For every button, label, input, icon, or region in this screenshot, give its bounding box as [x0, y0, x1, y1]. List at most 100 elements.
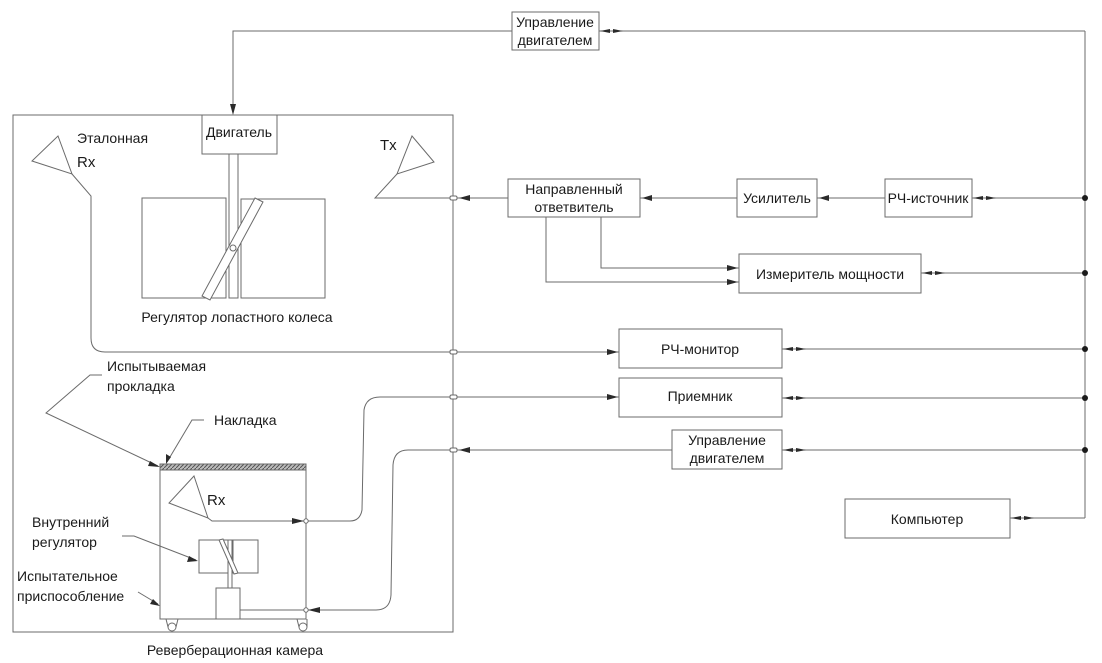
coupler-forward-arrow-icon: [727, 265, 738, 271]
motor-control-bottom-label-line2: двигателем: [690, 450, 765, 466]
bidir-arrow-right-icon: [1024, 516, 1034, 520]
fixture-label-line2: приспособление: [17, 588, 124, 604]
rf-source-box: [884, 178, 973, 218]
internal-stirrer-plate-right: [232, 539, 259, 574]
fixture-wheel-left-icon: [167, 622, 177, 632]
motor-box: [201, 114, 278, 155]
source-to-amplifier-arrow-icon: [819, 195, 829, 201]
chamber-outline: [12, 114, 454, 633]
coupler-forward-to-meter-line: [600, 217, 739, 269]
internal-stirrer-leader-line: [122, 535, 197, 561]
wall-port-fixture-motor: [449, 447, 458, 453]
gasket-leader-line: [45, 374, 159, 467]
motor-control-bottom-box: [671, 429, 783, 470]
motor-control-to-fixture-arrow-icon: [459, 447, 470, 453]
bidir-arrow-right-icon: [796, 396, 806, 400]
tx-label: Tx: [380, 137, 397, 154]
fixture-motor-cable: [306, 449, 453, 611]
rf-monitor-box: [618, 328, 783, 369]
bidir-arrow-left-icon: [973, 196, 983, 200]
bidir-arrow-right-icon: [796, 448, 806, 452]
directional-coupler-label-line1: Направленный: [525, 181, 622, 197]
bidir-arrow-left-icon: [783, 347, 793, 351]
fixture-rx-label: Rx: [207, 492, 226, 509]
fixture-rx-to-receiver-arrow-icon: [607, 394, 618, 400]
bus-junction-dot: [1082, 195, 1088, 201]
bidir-arrow-right-icon: [935, 271, 945, 275]
stirrer-shaft: [228, 153, 239, 299]
fixture-rx-cable-arrow-icon: [292, 518, 304, 524]
bidir-arrow-left-icon: [600, 29, 610, 33]
power-meter-box: [738, 253, 922, 294]
bidir-arrow-right-icon: [796, 347, 806, 351]
reference-rx-label-line2: Rx: [77, 154, 96, 171]
internal-stirrer-label-line2: регулятор: [32, 534, 97, 550]
fixture-rx-port: [303, 518, 309, 524]
motor-control-bottom-label-line1: Управление: [688, 432, 766, 448]
receiver-label: Приемник: [668, 388, 734, 404]
fixture-rx-antenna-icon: [168, 475, 209, 519]
fixture-motor-port: [303, 607, 309, 613]
fixture-leader-arrow-icon: [150, 599, 160, 606]
internal-stirrer-blade: [218, 538, 239, 575]
directional-coupler-box: [507, 178, 641, 218]
fixture-rx-cable-inner: [207, 517, 306, 522]
tx-cable: [373, 173, 453, 199]
bidir-arrow-right-icon: [613, 29, 623, 33]
bus-junction-dot: [1082, 270, 1088, 276]
wall-port-tx: [449, 195, 458, 201]
directional-coupler-label-line2: ответвитель: [534, 199, 613, 215]
bidir-arrow-left-icon: [783, 448, 793, 452]
amplifier-label: Усилитель: [743, 190, 811, 206]
tx-antenna-icon: [396, 135, 435, 175]
overlay-leader-line: [166, 419, 204, 463]
reference-rx-cable: [71, 173, 453, 353]
amplifier-box: [736, 178, 818, 218]
motor-control-top-box: [511, 11, 600, 51]
rf-monitor-label: РЧ-монитор: [661, 341, 739, 357]
internal-motor-box: [215, 587, 241, 620]
fixture-wheel-right-mount: [296, 618, 308, 628]
chamber-title: Реверберационная камера: [147, 642, 323, 658]
coupler-to-tx-arrow-icon: [459, 195, 470, 201]
computer-label: Компьютер: [891, 511, 964, 527]
fixture-rx-cable: [306, 396, 453, 522]
motor-control-top-label-line1: Управление: [516, 14, 594, 30]
amplifier-to-coupler-arrow-icon: [642, 195, 652, 201]
bus-junction-dot: [1082, 447, 1088, 453]
reference-rx-antenna-icon: [31, 135, 73, 175]
motor-control-to-motor-arrow-icon: [230, 104, 236, 115]
paddle-hub: [229, 244, 237, 252]
coupler-reflected-arrow-icon: [727, 279, 738, 285]
paddle-stirrer-label: Регулятор лопастного колеса: [141, 309, 332, 325]
coupler-reflected-to-meter-line: [545, 217, 739, 283]
bidir-arrow-right-icon: [986, 196, 996, 200]
receiver-box: [618, 377, 783, 418]
fixture-wheel-left-mount: [165, 618, 179, 628]
internal-stirrer-label-line1: Внутренний: [32, 514, 109, 530]
wall-port-reference-rx: [449, 349, 458, 355]
gasket-label-line1: Испытываемая: [107, 358, 206, 374]
overlay-label: Накладка: [214, 412, 277, 428]
bidir-arrow-left-icon: [922, 271, 932, 275]
overlay-leader-arrow-icon: [166, 454, 171, 464]
internal-stirrer-leader-arrow-icon: [187, 556, 198, 562]
power-meter-label: Измеритель мощности: [756, 266, 904, 282]
wall-port-fixture-rx: [449, 394, 458, 400]
fixture-label-line1: Испытательное: [17, 568, 118, 584]
fixture-motor-cable-arrow-icon: [308, 607, 320, 613]
bus-junction-dot: [1082, 346, 1088, 352]
computer-box: [844, 498, 1011, 539]
bus-junction-dot: [1082, 395, 1088, 401]
motor-control-top-label-line2: двигателем: [518, 32, 593, 48]
test-gasket-overlay: [159, 463, 307, 471]
fixture-wheel-right-icon: [298, 622, 308, 632]
motor-label: Двигатель: [206, 124, 272, 140]
motor-control-to-motor-line: [232, 30, 512, 113]
rf-source-label: РЧ-источник: [888, 190, 970, 206]
bidir-arrow-left-icon: [1011, 516, 1021, 520]
reference-rx-to-monitor-arrow-icon: [607, 349, 618, 355]
gasket-label-line2: прокладка: [107, 378, 175, 394]
gasket-leader-arrow-icon: [148, 461, 160, 467]
